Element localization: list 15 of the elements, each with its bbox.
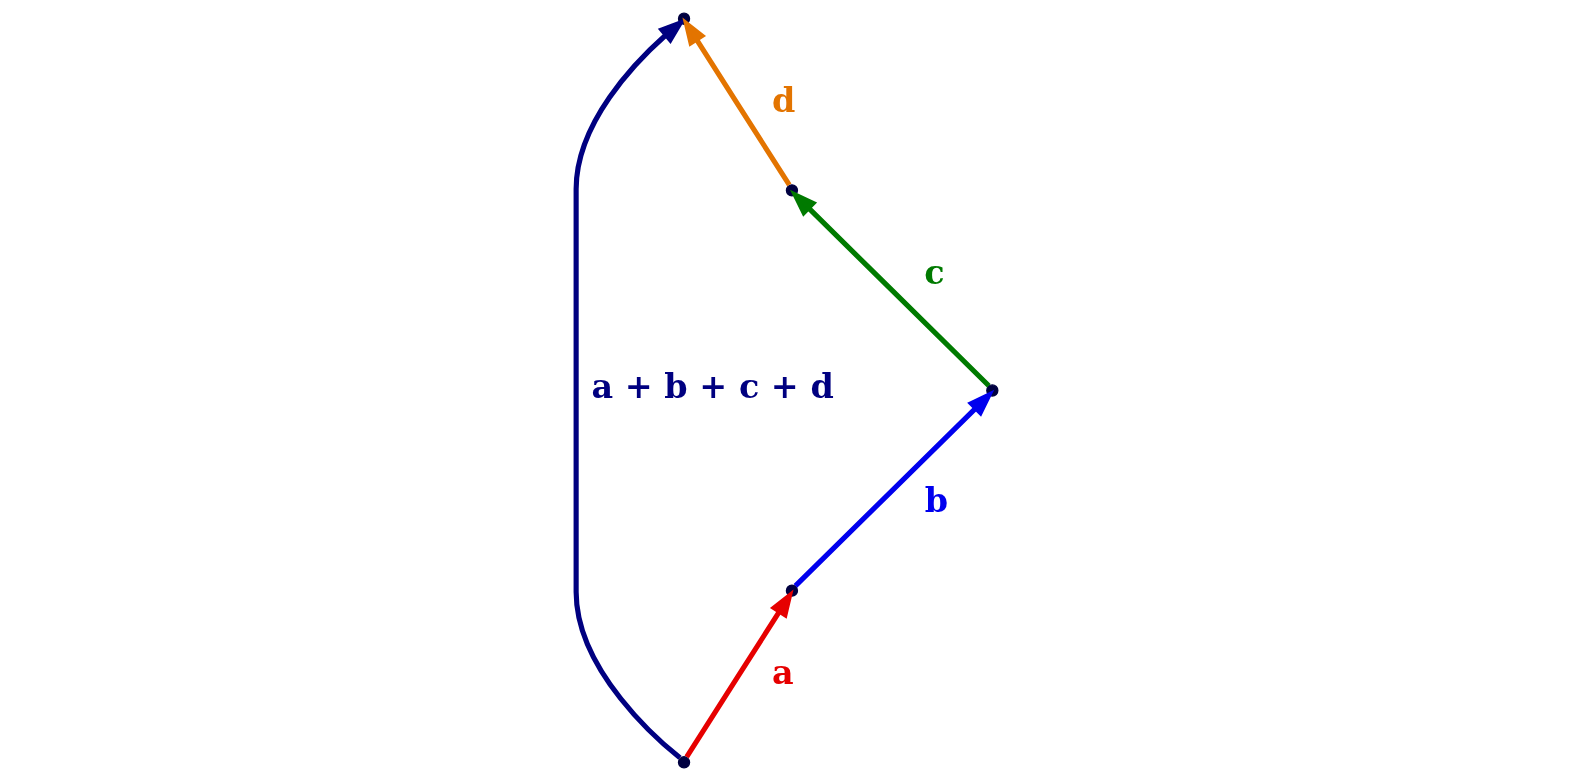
arrow: [793, 389, 995, 588]
node-point: [785, 184, 799, 197]
edge-label: d: [772, 80, 796, 120]
edge-label: c: [924, 252, 945, 292]
arrow: [789, 189, 991, 388]
node-point: [785, 584, 799, 597]
edge-label: a: [772, 652, 794, 692]
node-point: [986, 384, 999, 397]
node-point: [677, 12, 691, 25]
edge-label: a + b + c + d: [591, 366, 834, 406]
node-point: [677, 756, 691, 769]
arrow: [684, 589, 794, 759]
arrow: [682, 17, 792, 187]
arrow: [573, 18, 686, 760]
edge-label: b: [924, 481, 949, 521]
